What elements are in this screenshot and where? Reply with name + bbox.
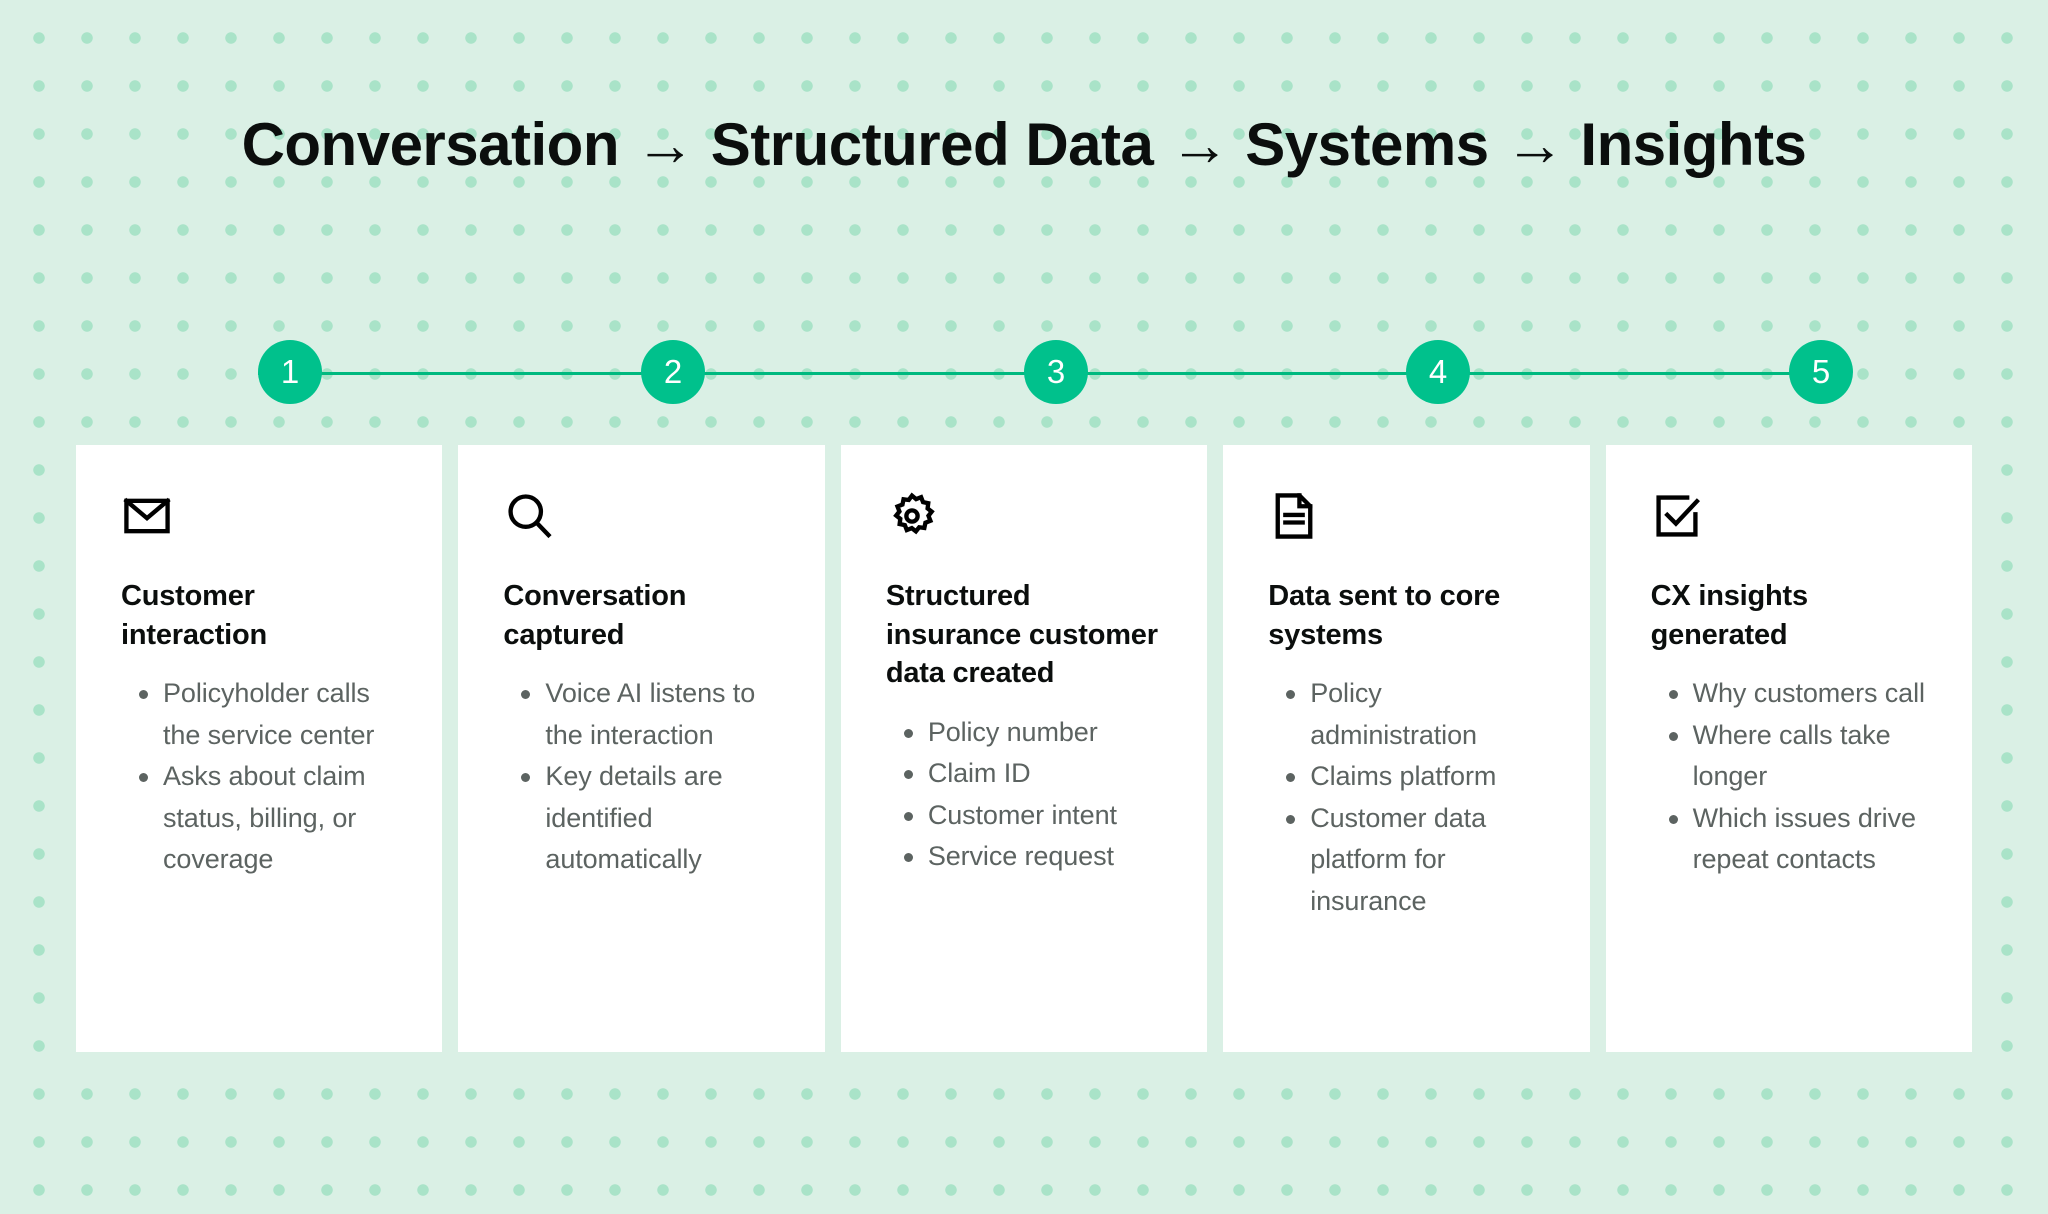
timeline-step-5[interactable]: 5 <box>1789 340 1853 404</box>
step-card-3-bullets: Policy number Claim ID Customer intent S… <box>886 712 1167 878</box>
list-item: Voice AI listens to the interaction <box>503 673 784 756</box>
step-card-5[interactable]: CX insights generated Why customers call… <box>1605 445 1973 1052</box>
timeline-step-5-number: 5 <box>1811 352 1831 390</box>
step-card-1[interactable]: Customer interaction Policyholder calls … <box>76 445 443 1052</box>
list-item: Claims platform <box>1268 756 1549 798</box>
step-card-3-title: Structured insurance customer data creat… <box>885 580 1158 690</box>
list-item: Customer data platform for insurance <box>1268 798 1549 923</box>
list-item: Why customers call <box>1651 673 1932 715</box>
list-item: Key details are identified automatically <box>503 756 784 881</box>
list-item: Policyholder calls the service center <box>121 673 402 756</box>
envelope-icon <box>121 490 173 542</box>
timeline-step-3[interactable]: 3 <box>1024 340 1088 404</box>
list-item: Which issues drive repeat contacts <box>1651 798 1932 881</box>
step-card-2-bullets: Voice AI listens to the interaction Key … <box>503 673 784 881</box>
list-item: Policy administration <box>1268 673 1549 756</box>
document-icon <box>1268 490 1320 542</box>
timeline-step-4-number: 4 <box>1428 352 1448 390</box>
step-card-3[interactable]: Structured insurance customer data creat… <box>840 445 1208 1052</box>
timeline-step-1[interactable]: 1 <box>258 340 322 404</box>
list-item: Service request <box>886 836 1167 878</box>
list-item: Customer intent <box>886 795 1167 837</box>
step-card-4-title: Data sent to core systems <box>1268 580 1501 651</box>
list-item: Where calls take longer <box>1651 715 1932 798</box>
list-item: Asks about claim status, billing, or cov… <box>121 756 402 881</box>
page-title: Conversation → Structured Data → Systems… <box>241 111 1807 178</box>
step-card-1-title: Customer interaction <box>121 580 268 651</box>
step-card-2-title: Conversation captured <box>503 580 687 651</box>
step-card-2[interactable]: Conversation captured Voice AI listens t… <box>458 445 825 1052</box>
search-icon <box>503 490 555 542</box>
timeline-step-4[interactable]: 4 <box>1406 340 1470 404</box>
checkbox-check-icon <box>1651 490 1703 542</box>
step-card-4-bullets: Policy administration Claims platform Cu… <box>1268 673 1549 922</box>
step-card-5-title: CX insights generated <box>1650 580 1809 651</box>
timeline-step-1-number: 1 <box>280 352 300 390</box>
list-item: Claim ID <box>886 753 1167 795</box>
timeline-step-2-number: 2 <box>663 352 683 390</box>
timeline-step-2[interactable]: 2 <box>641 340 705 404</box>
step-card-4[interactable]: Data sent to core systems Policy adminis… <box>1223 445 1590 1052</box>
timeline-step-3-number: 3 <box>1046 352 1066 390</box>
list-item: Policy number <box>886 712 1167 754</box>
step-card-list: Customer interaction Policyholder calls … <box>76 445 1973 1052</box>
timeline: 1 2 3 4 5 <box>76 340 1972 406</box>
step-card-5-bullets: Why customers call Where calls take long… <box>1651 673 1932 881</box>
gear-icon <box>886 490 938 542</box>
step-card-1-bullets: Policyholder calls the service center As… <box>121 673 402 881</box>
